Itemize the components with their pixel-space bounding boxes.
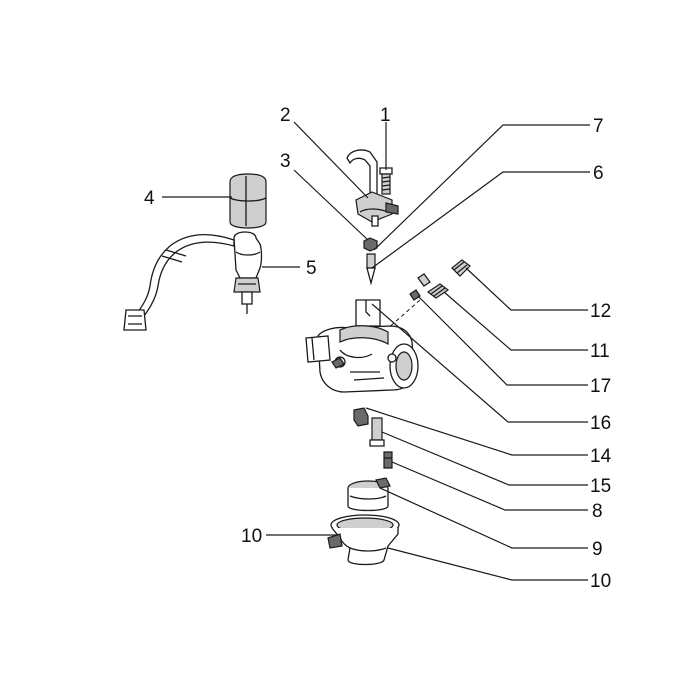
callout-6: 6: [593, 163, 604, 184]
callout-15: 15: [590, 476, 611, 497]
leader-lines: [162, 121, 590, 581]
cover-with-hose-part-2: [346, 149, 399, 227]
leader-3: [293, 169, 369, 241]
leader-14: [365, 407, 588, 456]
jet-part-17: [409, 273, 431, 301]
callout-17: 17: [590, 376, 611, 397]
electric-choke-part-5: [123, 231, 263, 331]
float-part-9: [347, 477, 391, 512]
leader-7: [373, 124, 590, 251]
carburettor-body: [305, 299, 419, 393]
needle-part-6: [366, 253, 376, 286]
callout-1: 1: [380, 105, 391, 126]
main-jet-part-8: [383, 451, 393, 469]
leader-11: [443, 291, 588, 351]
callout-11: 11: [590, 341, 610, 362]
leader-8: [391, 461, 588, 511]
rubber-cap-part-4: [229, 173, 267, 229]
callout-8: 8: [592, 501, 603, 522]
float-bowl-part-10: [327, 514, 400, 566]
callout-9: 9: [592, 539, 603, 560]
callout-12: 12: [590, 301, 611, 322]
spring-part-11: [426, 283, 450, 299]
nut-part-3: [363, 237, 378, 252]
jet-holder-part-15: [369, 417, 385, 447]
leader-2: [293, 121, 369, 199]
leader-10b: [387, 547, 588, 581]
leader-16: [371, 303, 588, 423]
callout-10-left: 10: [241, 526, 262, 547]
callout-4: 4: [144, 188, 155, 209]
callout-3: 3: [280, 151, 291, 172]
leader-15: [381, 431, 588, 486]
callout-10-right: 10: [590, 571, 611, 592]
screw-part-1: [379, 167, 393, 195]
leader-17: [417, 295, 588, 386]
assembly-dash-line: [385, 299, 421, 331]
callout-5: 5: [306, 258, 317, 279]
callout-14: 14: [590, 446, 612, 467]
leader-12: [465, 267, 588, 311]
slide-part-16: [355, 299, 381, 327]
callout-labels: 1 2 3 4 5 6 7 12 11 17 16 14 15 8 9 10 1…: [144, 105, 612, 592]
leader-6: [371, 171, 590, 269]
adjuster-screw-part-12: [451, 259, 471, 277]
leader-9: [379, 487, 588, 549]
callout-16: 16: [590, 413, 611, 434]
callout-2: 2: [280, 105, 291, 126]
plug-part-14: [353, 407, 369, 427]
callout-7: 7: [593, 116, 604, 137]
